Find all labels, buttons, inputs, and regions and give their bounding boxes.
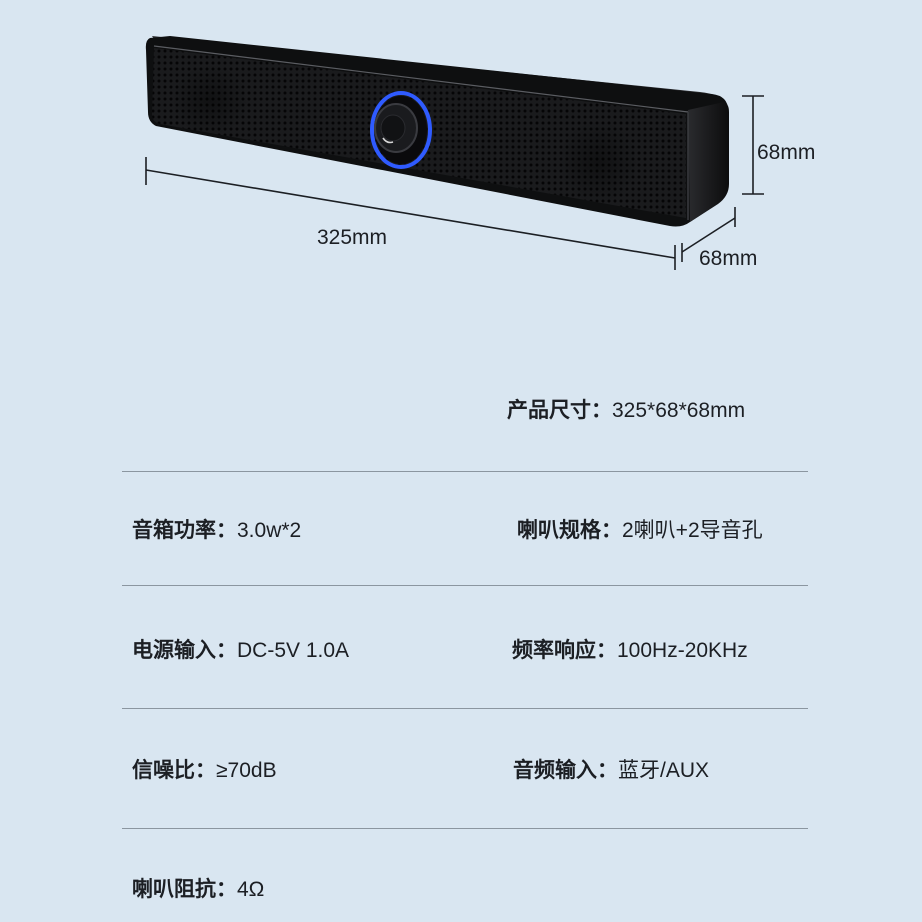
spec-value: DC-5V 1.0A: [237, 639, 350, 662]
height-label: 68mm: [757, 141, 816, 164]
divider: [122, 471, 808, 472]
spec-value: 100Hz-20KHz: [617, 639, 748, 662]
depth-dimension-line: [681, 207, 736, 262]
spec-value: 3.0w*2: [237, 519, 302, 542]
spec-label: 音箱功率：: [132, 518, 237, 542]
spec-value: 2喇叭+2导音孔: [622, 519, 763, 542]
spec-label: 信噪比：: [132, 758, 216, 782]
spec-label: 音频输入：: [513, 758, 618, 782]
length-dimension-line: [145, 157, 676, 270]
spec-label: 电源输入：: [132, 638, 237, 662]
spec-value: 蓝牙/AUX: [618, 759, 710, 782]
depth-label: 68mm: [699, 247, 758, 270]
divider: [122, 585, 808, 586]
speaker-image: [145, 36, 764, 270]
length-label: 325mm: [317, 226, 388, 249]
spec-impedance: 喇叭阻抗：4Ω: [132, 873, 264, 903]
divider: [122, 708, 808, 709]
spec-snr: 信噪比：≥70dB: [132, 754, 277, 784]
spec-value: ≥70dB: [216, 759, 277, 782]
spec-label: 频率响应：: [512, 638, 617, 662]
spec-label: 喇叭规格：: [517, 518, 622, 542]
spec-power-input: 电源输入：DC-5V 1.0A: [132, 634, 349, 664]
spec-frequency-response: 频率响应：100Hz-20KHz: [512, 634, 748, 664]
product-size-spec: 产品尺寸：325*68*68mm: [507, 394, 745, 424]
spec-label: 喇叭阻抗：: [132, 877, 237, 901]
spec-value: 4Ω: [237, 878, 265, 901]
spec-driver-config: 喇叭规格：2喇叭+2导音孔: [517, 514, 763, 544]
height-dimension-line: [742, 95, 764, 195]
spec-audio-input: 音频输入：蓝牙/AUX: [513, 754, 709, 784]
spec-label: 产品尺寸：: [507, 398, 612, 422]
spec-speaker-power: 音箱功率：3.0w*2: [132, 514, 301, 544]
product-illustration: 325mm 68mm 68mm: [0, 0, 922, 300]
spec-value: 325*68*68mm: [612, 399, 746, 422]
volume-knob-icon: [370, 91, 432, 169]
divider: [122, 828, 808, 829]
